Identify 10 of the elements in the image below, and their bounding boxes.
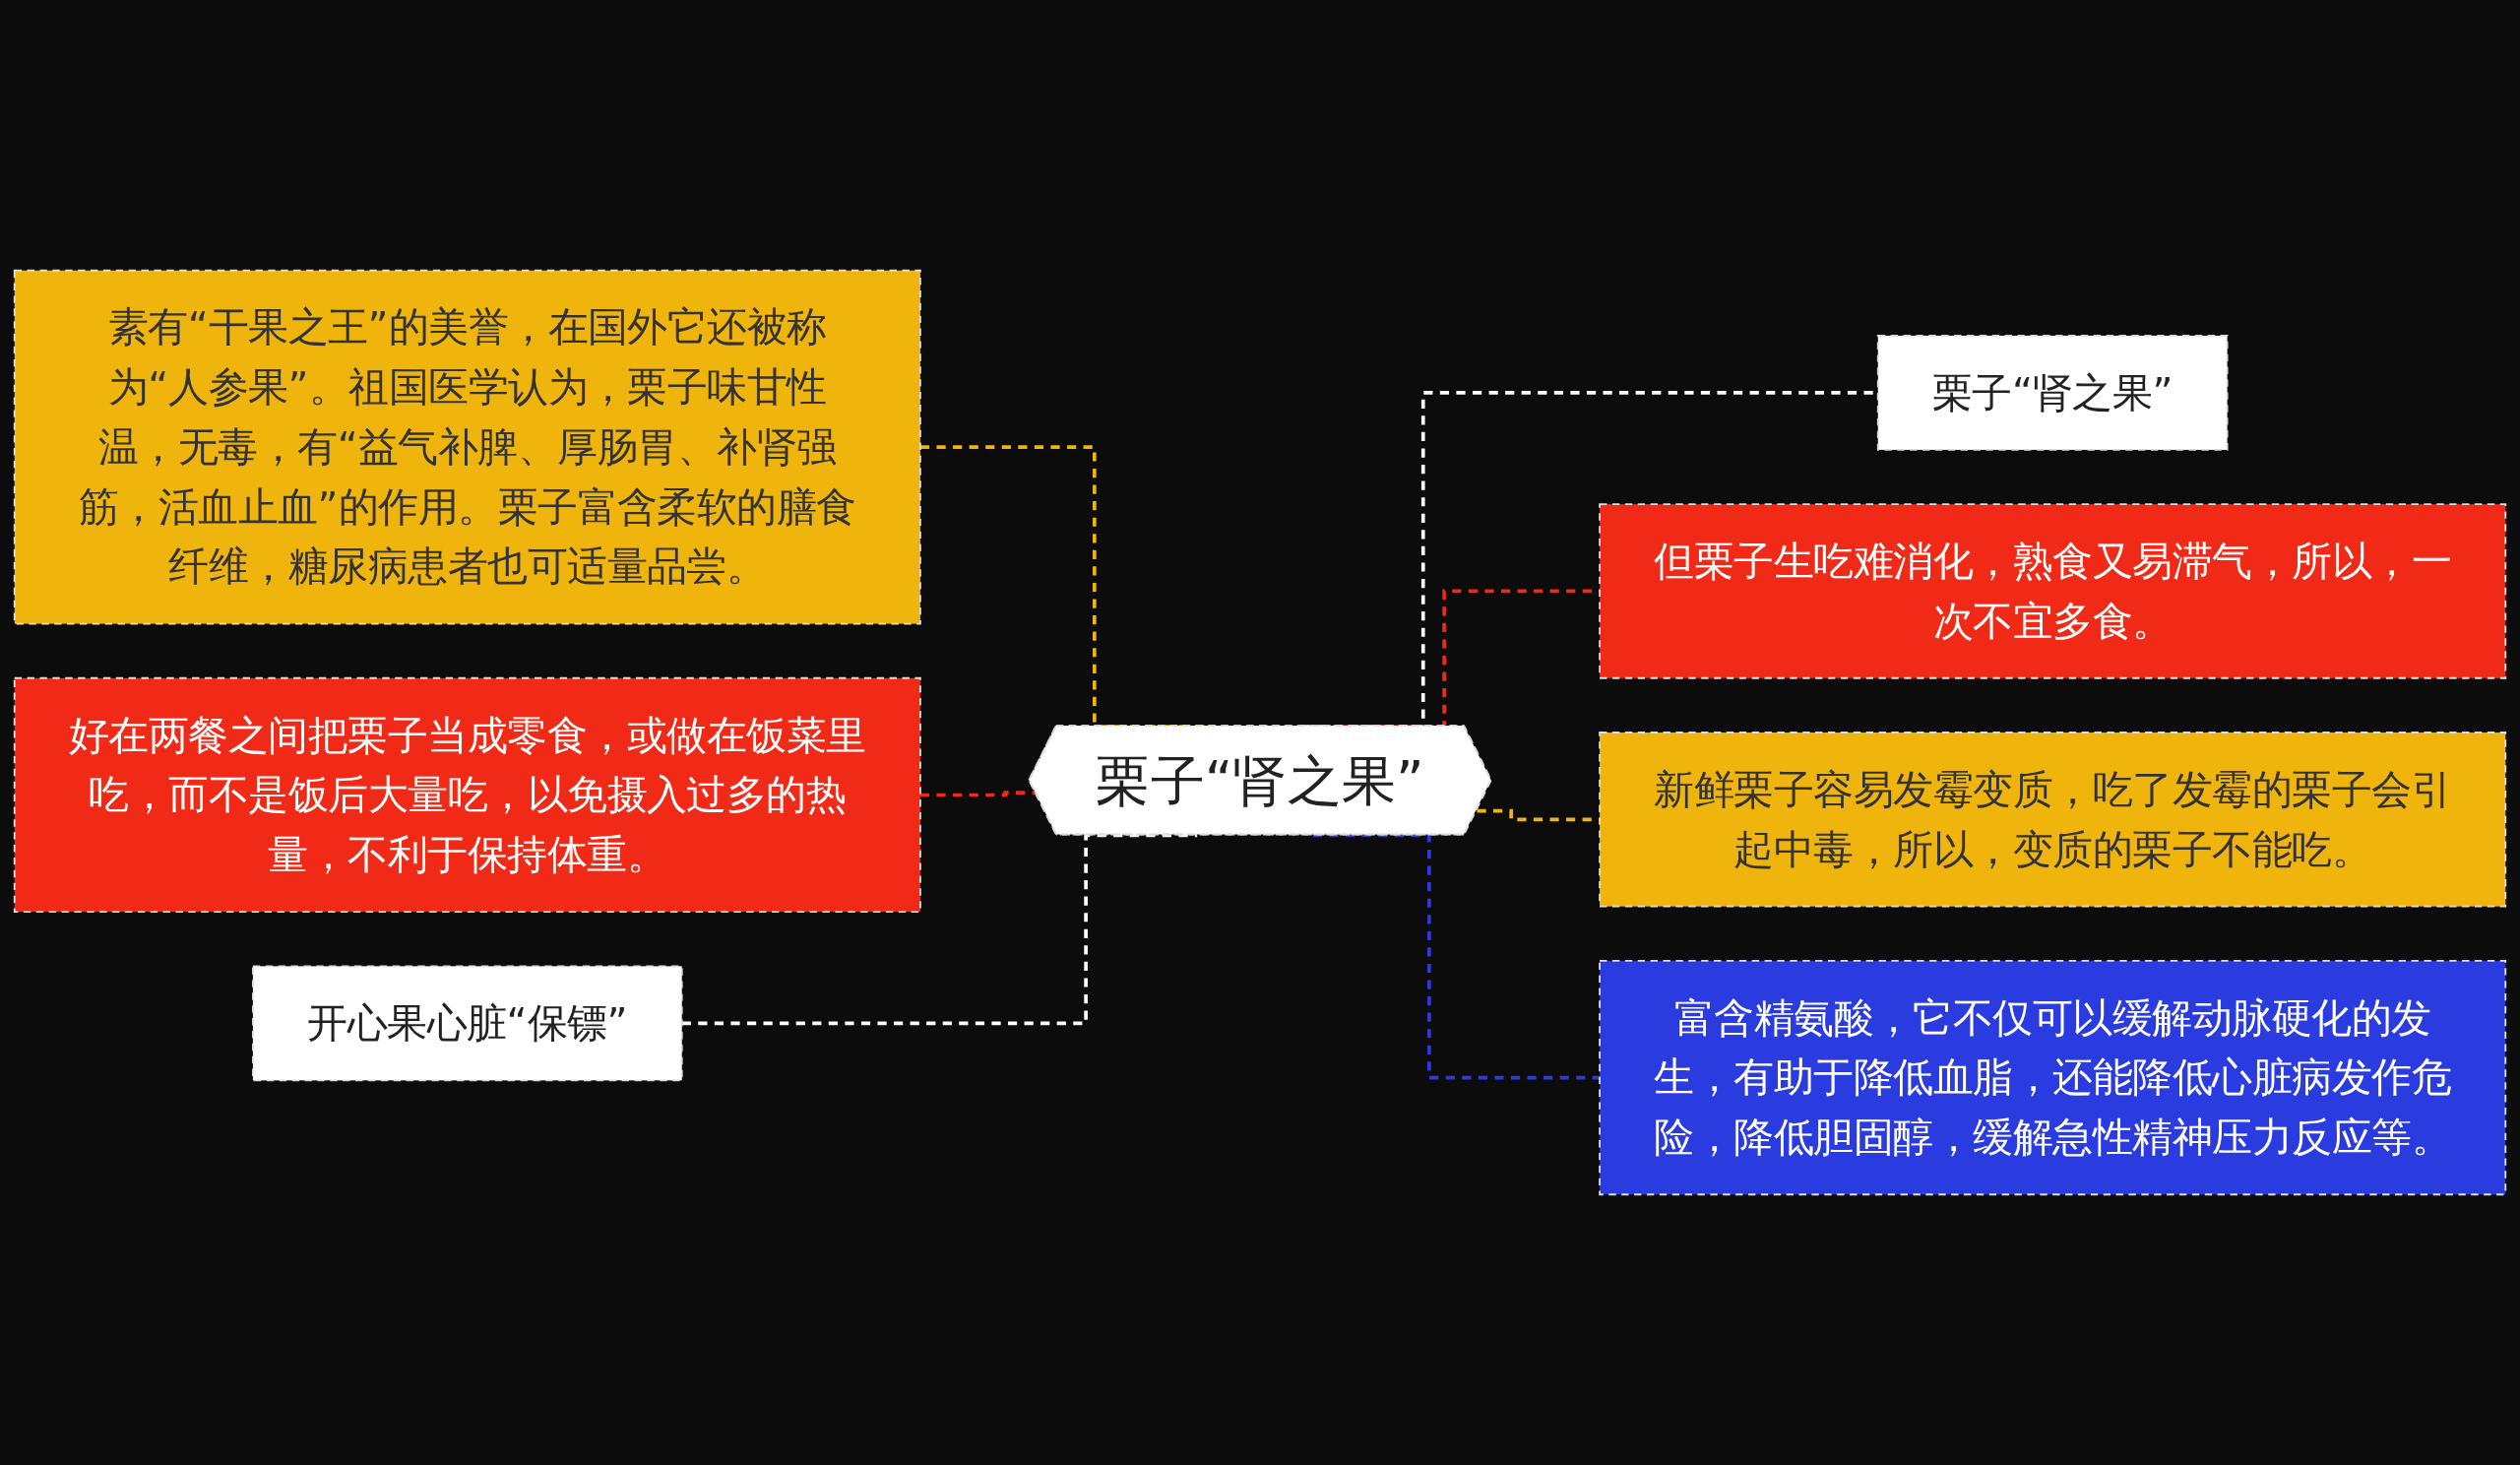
node-box: 栗子“肾之果” [1876,335,2229,451]
node-box: 富含精氨酸，它不仅可以缓解动脉硬化的发生，有助于降低血脂，还能降低心脏病发作危险，降低胆固醇，缓解急性精神压力反应等。 [1599,959,2507,1196]
node-box: 素有“干果之王”的美誉，在国外它还被称为“人参果”。祖国医学认为，栗子味甘性温，无毒，有“益气补脾、厚肠胃、补肾强筋，活血止血”的作用。栗子富含柔软的膳食纤维，糖尿病患者也可适量品尝。 [13,269,921,625]
connector [681,833,1198,1026]
node-box: 开心果心脏“保镖” [252,965,683,1082]
node-box: 好在两餐之间把栗子当成零食，或做在饭菜里吃，而不是饭后大量吃，以免摄入过多的热量，不利于保持体重。 [13,676,921,914]
connector [1312,833,1601,1080]
connector [919,791,1037,797]
node-box: 但栗子生吃难消化，熟食又易滞气，所以，一次不宜多食。 [1599,503,2507,679]
node-box: 新鲜栗子容易发霉变质，吃了发霉的栗子会引起中毒，所以，变质的栗子不能吃。 [1599,732,2507,908]
